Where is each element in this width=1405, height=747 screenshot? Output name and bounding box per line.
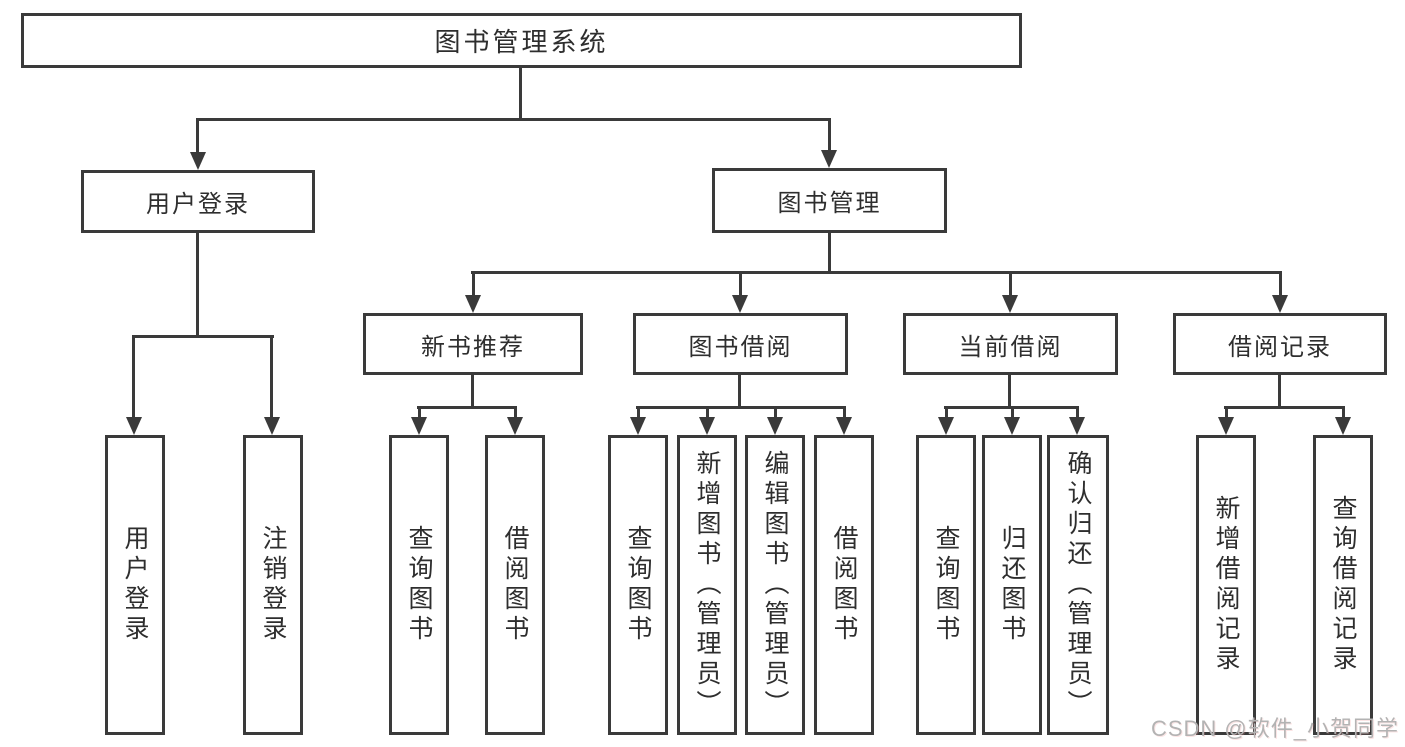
connector-cb-stub xyxy=(1008,375,1011,409)
leaf-return-books: 归还图书 xyxy=(982,435,1042,735)
connector-nbr-stub xyxy=(471,375,474,409)
connector-to-book-borrow xyxy=(739,271,742,298)
leaf-query-books-current-label: 查询图书 xyxy=(932,525,960,645)
node-current-borrow-label: 当前借阅 xyxy=(958,333,1063,361)
connector-nbr-leaf1 xyxy=(418,406,421,420)
leaf-query-borrow-record-label: 查询借阅记录 xyxy=(1329,495,1357,675)
leaf-confirm-return-admin-label: 确认归还（管理员） xyxy=(1064,450,1092,720)
connector-bb-rail xyxy=(636,406,846,409)
arrowhead-cb-leaf1 xyxy=(938,417,954,435)
node-new-book-recommend-label: 新书推荐 xyxy=(421,333,525,361)
connector-bb-leaf2 xyxy=(706,406,709,420)
connector-to-user-login xyxy=(196,118,199,154)
node-book-management: 图书管理 xyxy=(712,168,947,233)
leaf-borrow-books: 借阅图书 xyxy=(814,435,874,735)
leaf-query-books-recommend-label: 查询图书 xyxy=(405,525,433,645)
leaf-query-borrow-record: 查询借阅记录 xyxy=(1313,435,1373,735)
leaf-borrow-books-recommend: 借阅图书 xyxy=(485,435,545,735)
arrowhead-bb-leaf4 xyxy=(836,417,852,435)
leaf-logout-login: 注销登录 xyxy=(243,435,303,735)
node-root-label: 图书管理系统 xyxy=(434,27,609,57)
connector-root-stub xyxy=(519,68,522,118)
leaf-query-books-current: 查询图书 xyxy=(916,435,976,735)
connector-nbr-rail xyxy=(417,406,517,409)
arrowhead-book-management xyxy=(821,150,837,168)
arrowhead-br-leaf1 xyxy=(1218,417,1234,435)
connector-bb-leaf1 xyxy=(637,406,640,420)
node-user-login: 用户登录 xyxy=(81,170,315,233)
connector-book-management-rail xyxy=(471,271,1282,274)
leaf-edit-books-admin: 编辑图书（管理员） xyxy=(745,435,805,735)
connector-br-stub xyxy=(1278,375,1281,409)
leaf-borrow-books-recommend-label: 借阅图书 xyxy=(501,525,529,645)
connector-book-management-stub xyxy=(828,233,831,274)
leaf-return-books-label: 归还图书 xyxy=(998,525,1026,645)
watermark: CSDN @软件_小贺同学 xyxy=(1150,716,1399,741)
connector-br-leaf2 xyxy=(1342,406,1345,420)
connector-cb-leaf1 xyxy=(945,406,948,420)
connector-to-book-management xyxy=(828,118,831,152)
connector-to-new-book-recommend xyxy=(472,271,475,298)
connector-bb-leaf4 xyxy=(843,406,846,420)
leaf-borrow-books-label: 借阅图书 xyxy=(830,525,858,645)
leaf-edit-books-admin-label: 编辑图书（管理员） xyxy=(761,450,789,720)
connector-to-current-borrow xyxy=(1009,271,1012,298)
connector-root-rail xyxy=(197,118,831,121)
connector-cb-leaf2 xyxy=(1011,406,1014,420)
leaf-user-login-label: 用户登录 xyxy=(121,525,149,645)
leaf-add-borrow-record: 新增借阅记录 xyxy=(1196,435,1256,735)
leaf-user-login: 用户登录 xyxy=(105,435,165,735)
arrowhead-nbr-leaf1 xyxy=(411,417,427,435)
arrowhead-cb-leaf2 xyxy=(1004,417,1020,435)
leaf-confirm-return-admin: 确认归还（管理员） xyxy=(1047,435,1109,735)
leaf-logout-login-label: 注销登录 xyxy=(259,525,287,645)
leaf-query-books-borrow-label: 查询图书 xyxy=(624,525,652,645)
arrowhead-user-login xyxy=(190,152,206,170)
leaf-add-books-admin-label: 新增图书（管理员） xyxy=(693,450,721,720)
arrowhead-bb-leaf3 xyxy=(767,417,783,435)
leaf-add-borrow-record-label: 新增借阅记录 xyxy=(1212,495,1240,675)
connector-to-leaf-user-login xyxy=(132,335,135,419)
connector-user-login-rail xyxy=(133,335,274,338)
connector-user-login-stub xyxy=(196,233,199,338)
arrowhead-book-borrow xyxy=(732,295,748,313)
arrowhead-leaf-user-login xyxy=(126,417,142,435)
connector-bb-stub xyxy=(738,375,741,409)
arrowhead-cb-leaf3 xyxy=(1069,417,1085,435)
node-root: 图书管理系统 xyxy=(21,13,1022,68)
node-book-management-label: 图书管理 xyxy=(777,190,882,217)
node-book-borrow: 图书借阅 xyxy=(633,313,848,375)
arrowhead-borrow-records xyxy=(1272,295,1288,313)
connector-cb-leaf3 xyxy=(1076,406,1079,420)
connector-to-leaf-logout xyxy=(270,335,273,419)
leaf-add-books-admin: 新增图书（管理员） xyxy=(677,435,737,735)
node-current-borrow: 当前借阅 xyxy=(903,313,1118,375)
node-borrow-records: 借阅记录 xyxy=(1173,313,1387,375)
arrowhead-new-book-recommend xyxy=(465,295,481,313)
connector-bb-leaf3 xyxy=(774,406,777,420)
leaf-query-books-borrow: 查询图书 xyxy=(608,435,668,735)
node-borrow-records-label: 借阅记录 xyxy=(1228,333,1332,361)
arrowhead-leaf-logout xyxy=(264,417,280,435)
node-user-login-label: 用户登录 xyxy=(146,191,250,218)
arrowhead-nbr-leaf2 xyxy=(507,417,523,435)
arrowhead-bb-leaf1 xyxy=(630,417,646,435)
leaf-query-books-recommend: 查询图书 xyxy=(389,435,449,735)
arrowhead-br-leaf2 xyxy=(1335,417,1351,435)
arrowhead-current-borrow xyxy=(1002,295,1018,313)
connector-nbr-leaf2 xyxy=(514,406,517,420)
node-book-borrow-label: 图书借阅 xyxy=(688,333,793,361)
connector-br-leaf1 xyxy=(1225,406,1228,420)
connector-br-rail xyxy=(1224,406,1345,409)
connector-to-borrow-records xyxy=(1279,271,1282,298)
node-new-book-recommend: 新书推荐 xyxy=(363,313,583,375)
arrowhead-bb-leaf2 xyxy=(699,417,715,435)
